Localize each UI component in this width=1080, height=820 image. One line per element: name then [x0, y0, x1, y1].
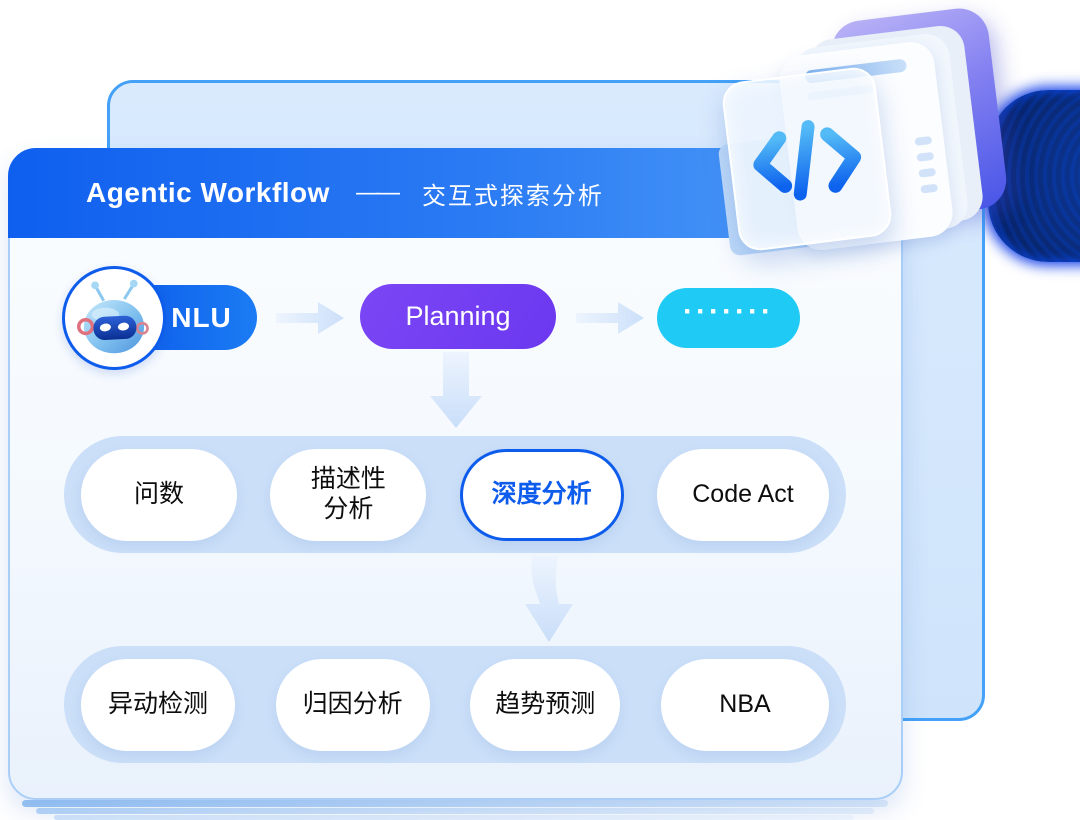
- node-trend-forecast: 趋势预测: [470, 658, 621, 751]
- node-label: Code Act: [692, 479, 794, 508]
- dots-label: ·······: [683, 295, 774, 328]
- node-label: 归因分析: [302, 689, 403, 718]
- node-label: NBA: [719, 689, 771, 718]
- flow-node-planning: Planning: [360, 284, 556, 349]
- node-label-line1: 描述性: [310, 465, 386, 493]
- stacked-sheet-line: [36, 808, 874, 814]
- icon-glass-card: [720, 65, 894, 253]
- capability-band-bottom: 异动检测 归因分析 趋势预测 NBA: [64, 646, 846, 763]
- node-label: 问数: [133, 479, 184, 508]
- flow-node-more: ·······: [657, 288, 800, 348]
- header-subtitle: 交互式探索分析: [421, 182, 604, 210]
- node-label: 趋势预测: [495, 689, 596, 718]
- icon-dash: [914, 135, 933, 146]
- arrow-right-icon: [576, 302, 644, 334]
- stacked-sheet-line: [22, 800, 888, 807]
- header-separator: ——: [355, 179, 400, 206]
- icon-dash: [920, 183, 939, 194]
- node-anomaly-detection: 异动检测: [81, 658, 235, 751]
- node-nba: NBA: [660, 658, 829, 751]
- nlu-label: NLU: [171, 301, 232, 333]
- header-title: Agentic Workflow: [86, 177, 330, 208]
- arrow-right-icon: [276, 302, 344, 334]
- node-ask-data: 问数: [81, 448, 237, 541]
- node-label: 深度分析: [491, 479, 592, 508]
- stacked-sheet-line: [54, 815, 854, 820]
- code-brackets-stack-icon: [717, 5, 1010, 262]
- arrow-down-curved-icon: [525, 556, 573, 642]
- icon-dash: [916, 151, 935, 162]
- robot-avatar: [62, 266, 166, 370]
- node-code-act: Code Act: [656, 448, 829, 541]
- icon-dash: [918, 167, 937, 178]
- capability-band-middle: 问数 描述性 分析 深度分析 Code Act: [64, 436, 846, 553]
- node-label-line2: 分析: [323, 494, 374, 523]
- node-deep-analysis-selected: 深度分析: [459, 448, 624, 541]
- node-descriptive-analysis: 描述性 分析: [270, 448, 427, 541]
- node-attribution-analysis: 归因分析: [275, 658, 430, 751]
- arrow-down-icon: [430, 352, 482, 428]
- node-label: 异动检测: [107, 689, 208, 718]
- planning-label: Planning: [405, 301, 511, 331]
- code-brackets-icon: [753, 120, 862, 201]
- robot-icon: [77, 279, 149, 354]
